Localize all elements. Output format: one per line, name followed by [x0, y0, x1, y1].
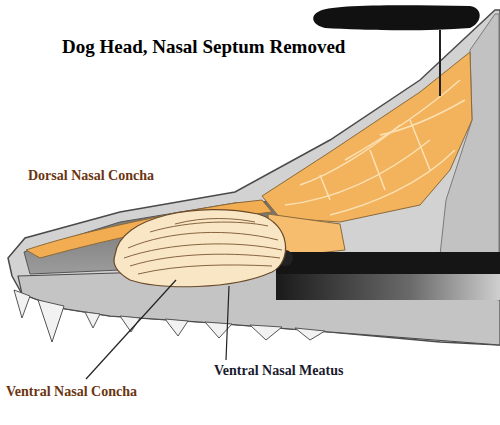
nasopharynx: [276, 252, 500, 274]
part-label: Dorsal Nasal Concha: [28, 168, 154, 184]
ethmoturbinate-lines: [285, 80, 465, 215]
leader-line: [86, 280, 176, 379]
concha-scrolls: [124, 219, 282, 275]
leader-line: [226, 286, 229, 360]
palate: [18, 268, 500, 345]
diagram-title: Dog Head, Nasal Septum Removed: [62, 36, 345, 58]
head-outline: [8, 10, 500, 345]
nasopharynx-floor: [276, 274, 500, 300]
redacted-label: [313, 5, 479, 30]
part-label: Ventral Nasal Concha: [6, 384, 137, 400]
ventral-nasal-concha: [114, 210, 286, 287]
part-label: Ventral Nasal Meatus: [214, 363, 343, 379]
leader-line: [439, 30, 441, 96]
teeth: [14, 290, 325, 342]
